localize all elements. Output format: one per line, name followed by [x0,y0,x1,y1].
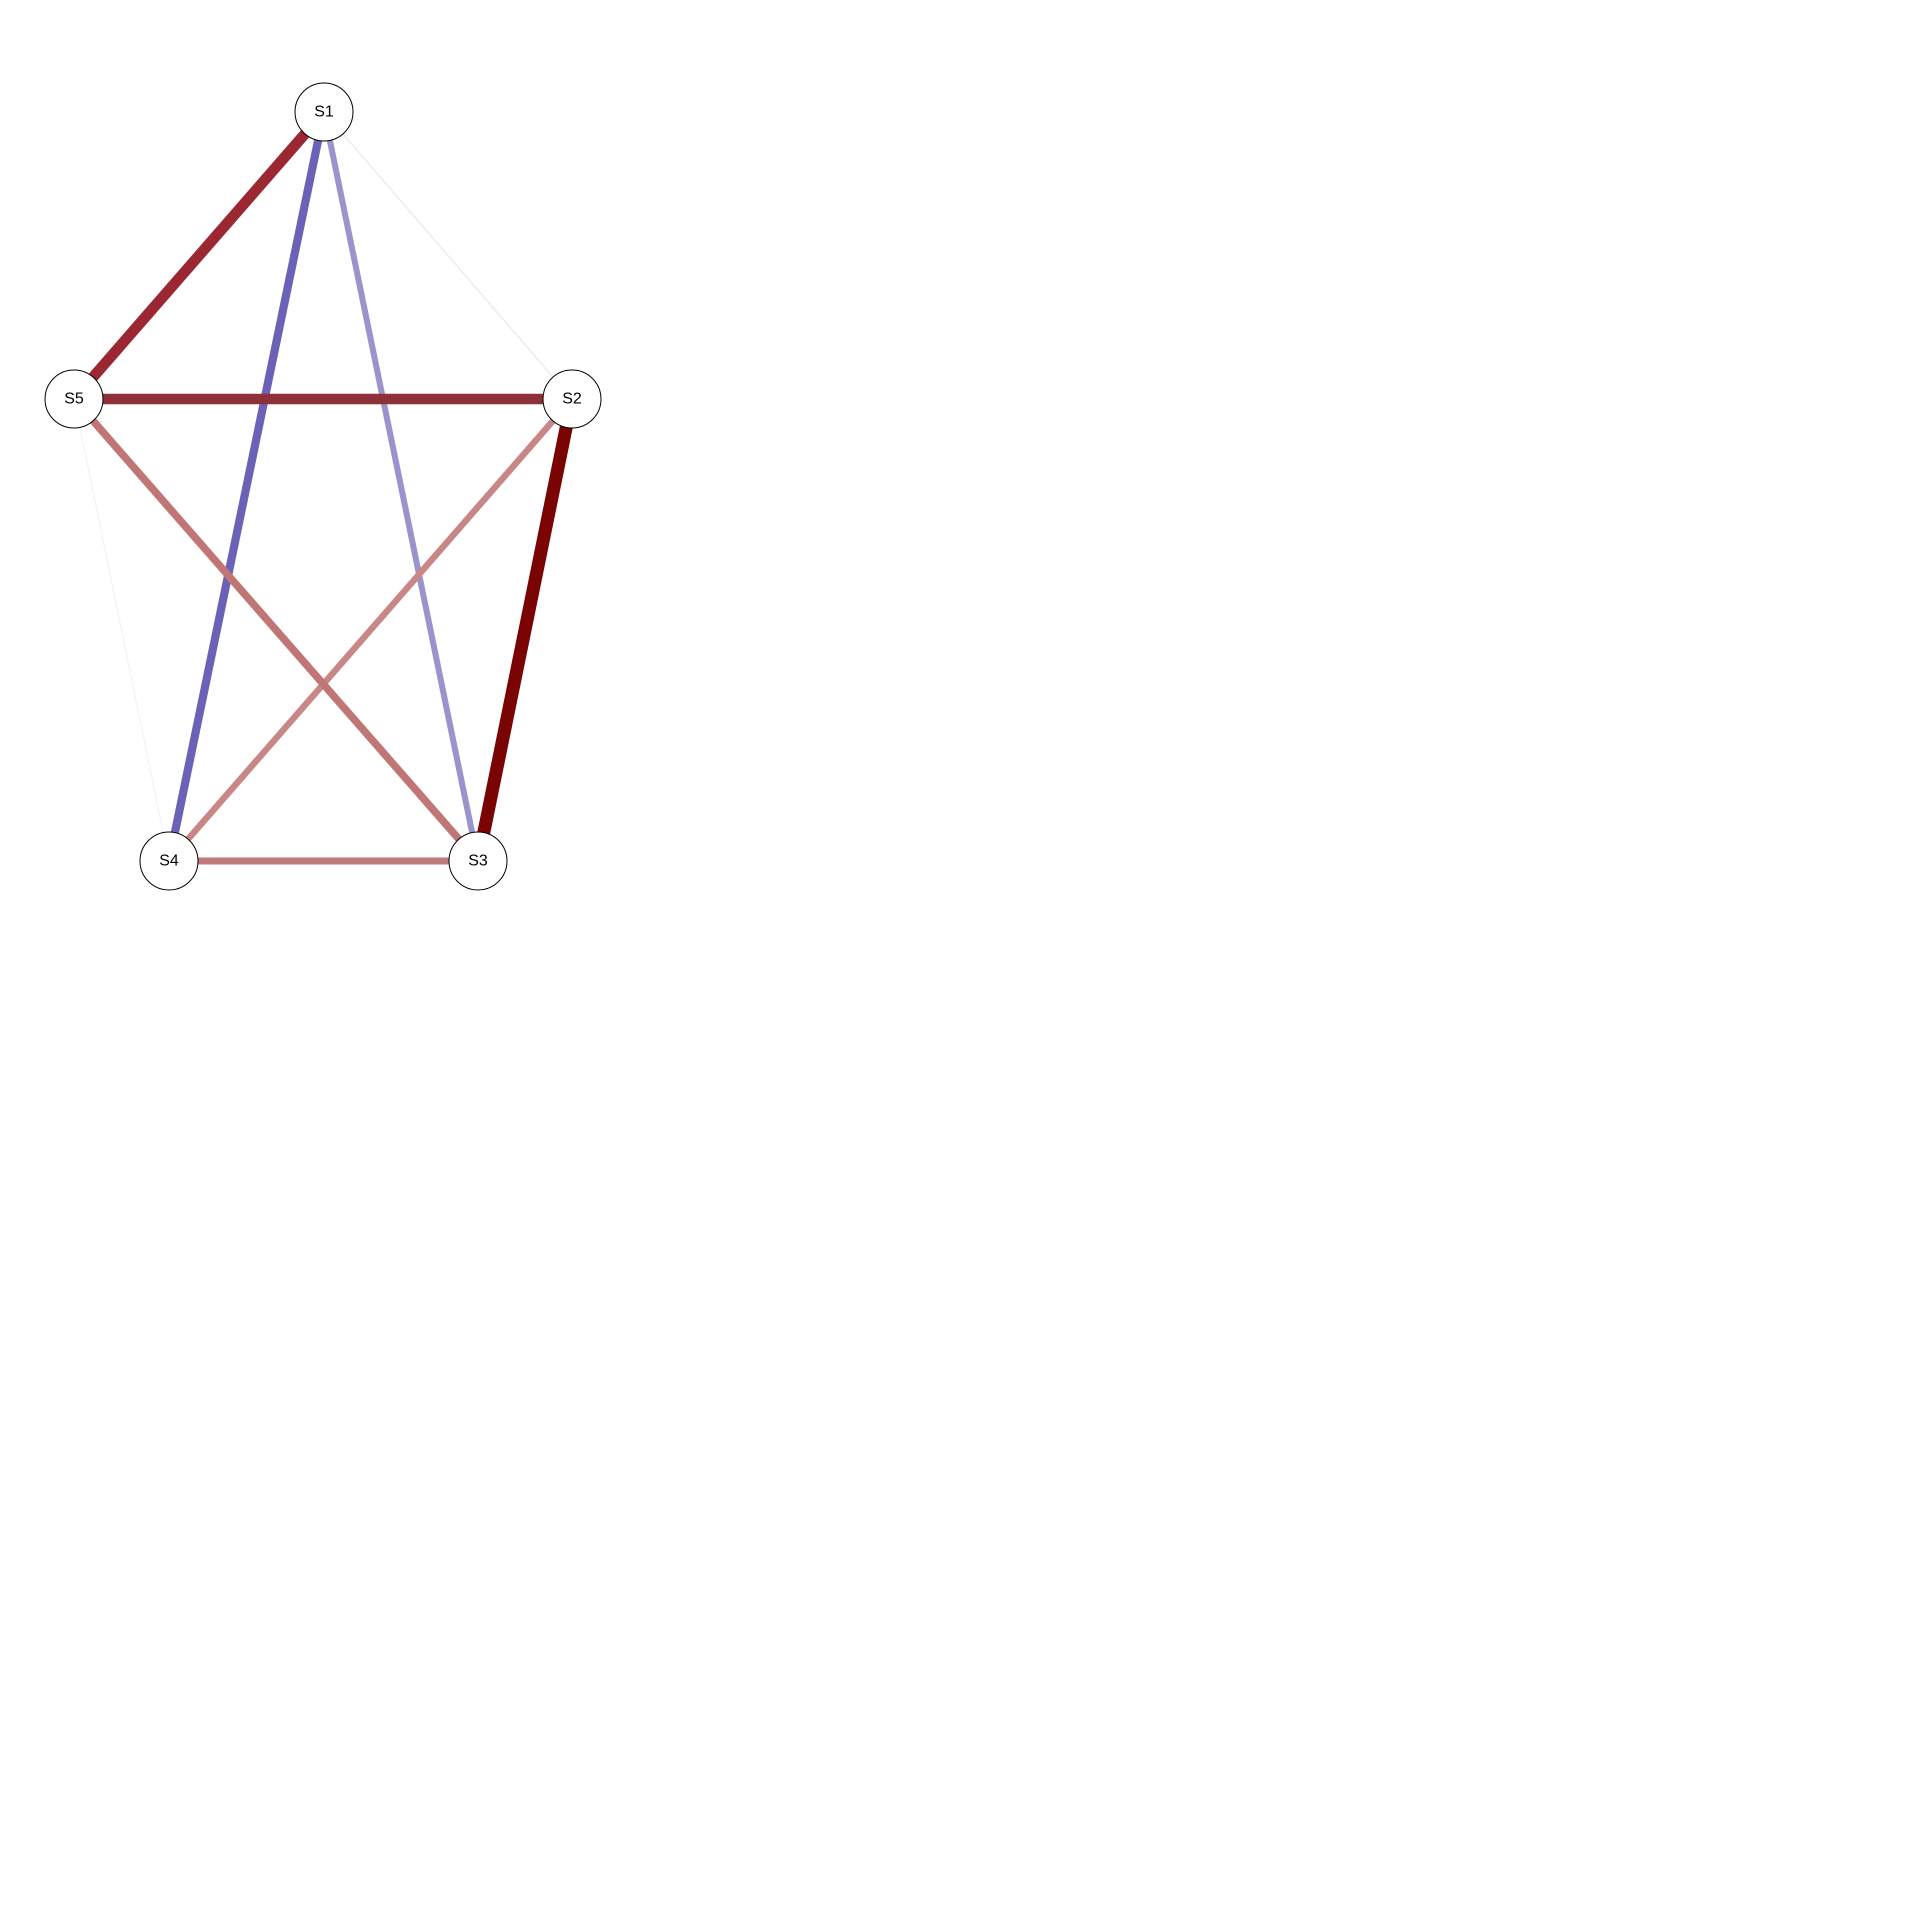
node-label: S1 [314,104,334,121]
node-s1: S1 [294,82,354,142]
node-circle [139,831,199,891]
edge-s4-s5 [73,398,170,862]
edges-layer [69,108,579,865]
edge-s3-s5 [71,396,481,864]
edge-s2-s3 [471,397,579,863]
node-s4: S4 [139,831,199,891]
edge-s2-s4 [166,396,575,864]
edge-s1-s3 [321,111,481,862]
node-label: S5 [64,391,84,408]
node-label: S3 [468,853,488,870]
edge-s1-s2 [323,111,573,400]
edge-s1-s5 [69,108,329,403]
node-circle [294,82,354,142]
node-s5: S5 [44,369,104,429]
node-circle [448,831,508,891]
node-label: S2 [562,391,582,408]
node-s2: S2 [542,369,602,429]
node-circle [44,369,104,429]
node-circle [542,369,602,429]
node-label: S4 [159,853,179,870]
node-s3: S3 [448,831,508,891]
edge-s1-s4 [164,111,329,862]
